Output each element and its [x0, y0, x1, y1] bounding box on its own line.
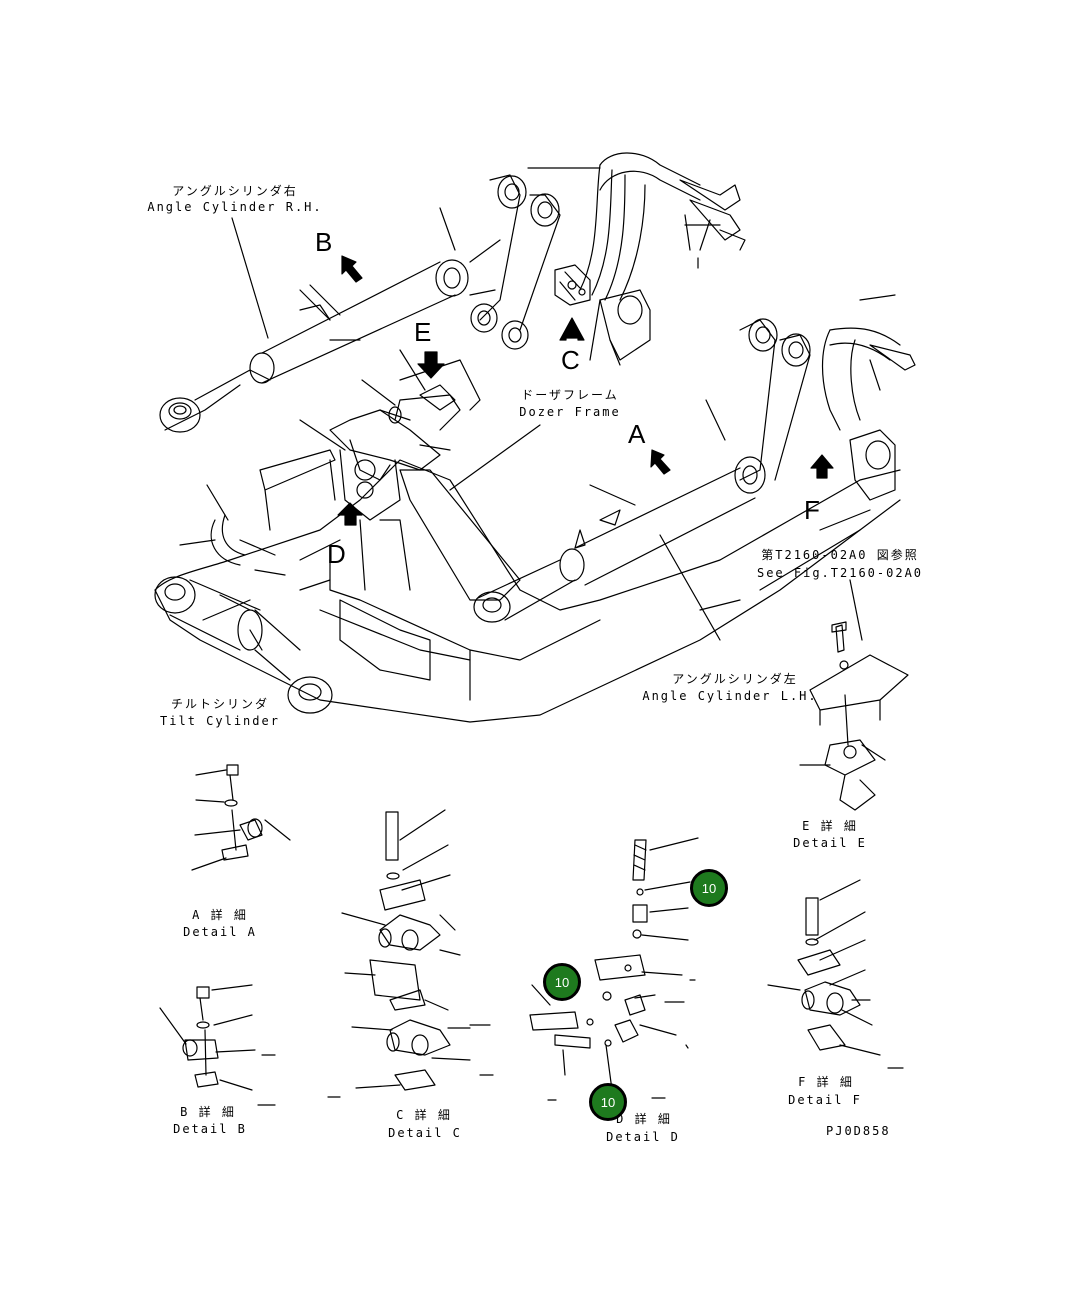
leader-lines-main: [179, 167, 896, 651]
callout-arrow-b: [341, 255, 363, 283]
tilt-cylinder: [154, 449, 336, 714]
part-badge-10[interactable]: 10: [589, 1083, 627, 1121]
detail-e-drawing: [799, 621, 909, 811]
drawing-code: PJ0D858: [826, 1124, 891, 1138]
callout-letter-d: D: [327, 539, 346, 569]
detail-e-label-jp: E 詳 細: [802, 819, 858, 833]
valve-block-c: [554, 264, 591, 306]
detail-b-label-en: Detail B: [173, 1122, 247, 1136]
callout-arrow-a: [650, 449, 671, 475]
callout-letter-c: C: [561, 345, 580, 375]
callout-arrow-f: [810, 454, 834, 479]
angle-cylinder-rh-label-jp: アングルシリンダ右: [172, 184, 298, 198]
hoses-upper: [579, 152, 746, 301]
detail-c-label-jp: C 詳 細: [396, 1108, 452, 1122]
callout-arrow-e: [417, 351, 445, 379]
angle-cylinder-rh-label-en: Angle Cylinder R.H.: [147, 200, 323, 214]
detail-b-drawing: [159, 984, 276, 1106]
angle-cylinder-lh: [473, 456, 766, 623]
dozer-frame-label-jp: ドーザフレーム: [521, 388, 619, 402]
centre-bracket: [329, 359, 481, 521]
callout-letter-b: B: [315, 227, 333, 257]
callout-letter-f: F: [804, 495, 820, 525]
detail-e-label-en: Detail E: [793, 836, 867, 850]
dozer-frame-outline: [154, 459, 901, 723]
detail-d-drawing: [529, 837, 699, 1101]
detail-b-label-jp: B 詳 細: [180, 1105, 236, 1119]
see-fig-label-en: See Fig.T2160-02A0: [756, 566, 924, 580]
angle-cylinder-lh-label-en: Angle Cylinder L.H.: [642, 689, 818, 703]
detail-d-label-jp: D 詳 細: [616, 1112, 672, 1126]
callout-arrow-c: [559, 317, 585, 341]
detail-f-label-jp: F 詳 細: [798, 1075, 854, 1089]
angle-cylinder-lh-label-jp: アングルシリンダ左: [672, 672, 798, 686]
dozer-frame-label-en: Dozer Frame: [519, 405, 621, 419]
detail-c-drawing: [327, 809, 494, 1098]
tilt-cylinder-label-jp: チルトシリンダ: [170, 697, 269, 711]
detail-a-drawing: [191, 764, 291, 871]
see-fig-label-jp: 第T2160-02A0 図参照: [761, 548, 919, 562]
detail-d-label-en: Detail D: [606, 1130, 680, 1144]
callout-letter-a: A: [628, 419, 646, 449]
upper-arm-brackets: [470, 174, 651, 366]
detail-f-drawing: [767, 879, 904, 1069]
detail-c-label-en: Detail C: [388, 1126, 462, 1140]
part-badge-10[interactable]: 10: [690, 869, 728, 907]
detail-f-label-en: Detail F: [788, 1093, 862, 1107]
callout-letter-e: E: [414, 317, 432, 347]
detail-a-label-en: Detail A: [183, 925, 257, 939]
tilt-cylinder-label-en: Tilt Cylinder: [160, 714, 280, 728]
angle-cylinder-rh: [159, 239, 501, 433]
right-arm-brackets: [739, 318, 916, 501]
callout-arrow-d: [337, 502, 363, 526]
part-badge-10[interactable]: 10: [543, 963, 581, 1001]
detail-a-label-jp: A 詳 細: [192, 908, 248, 922]
